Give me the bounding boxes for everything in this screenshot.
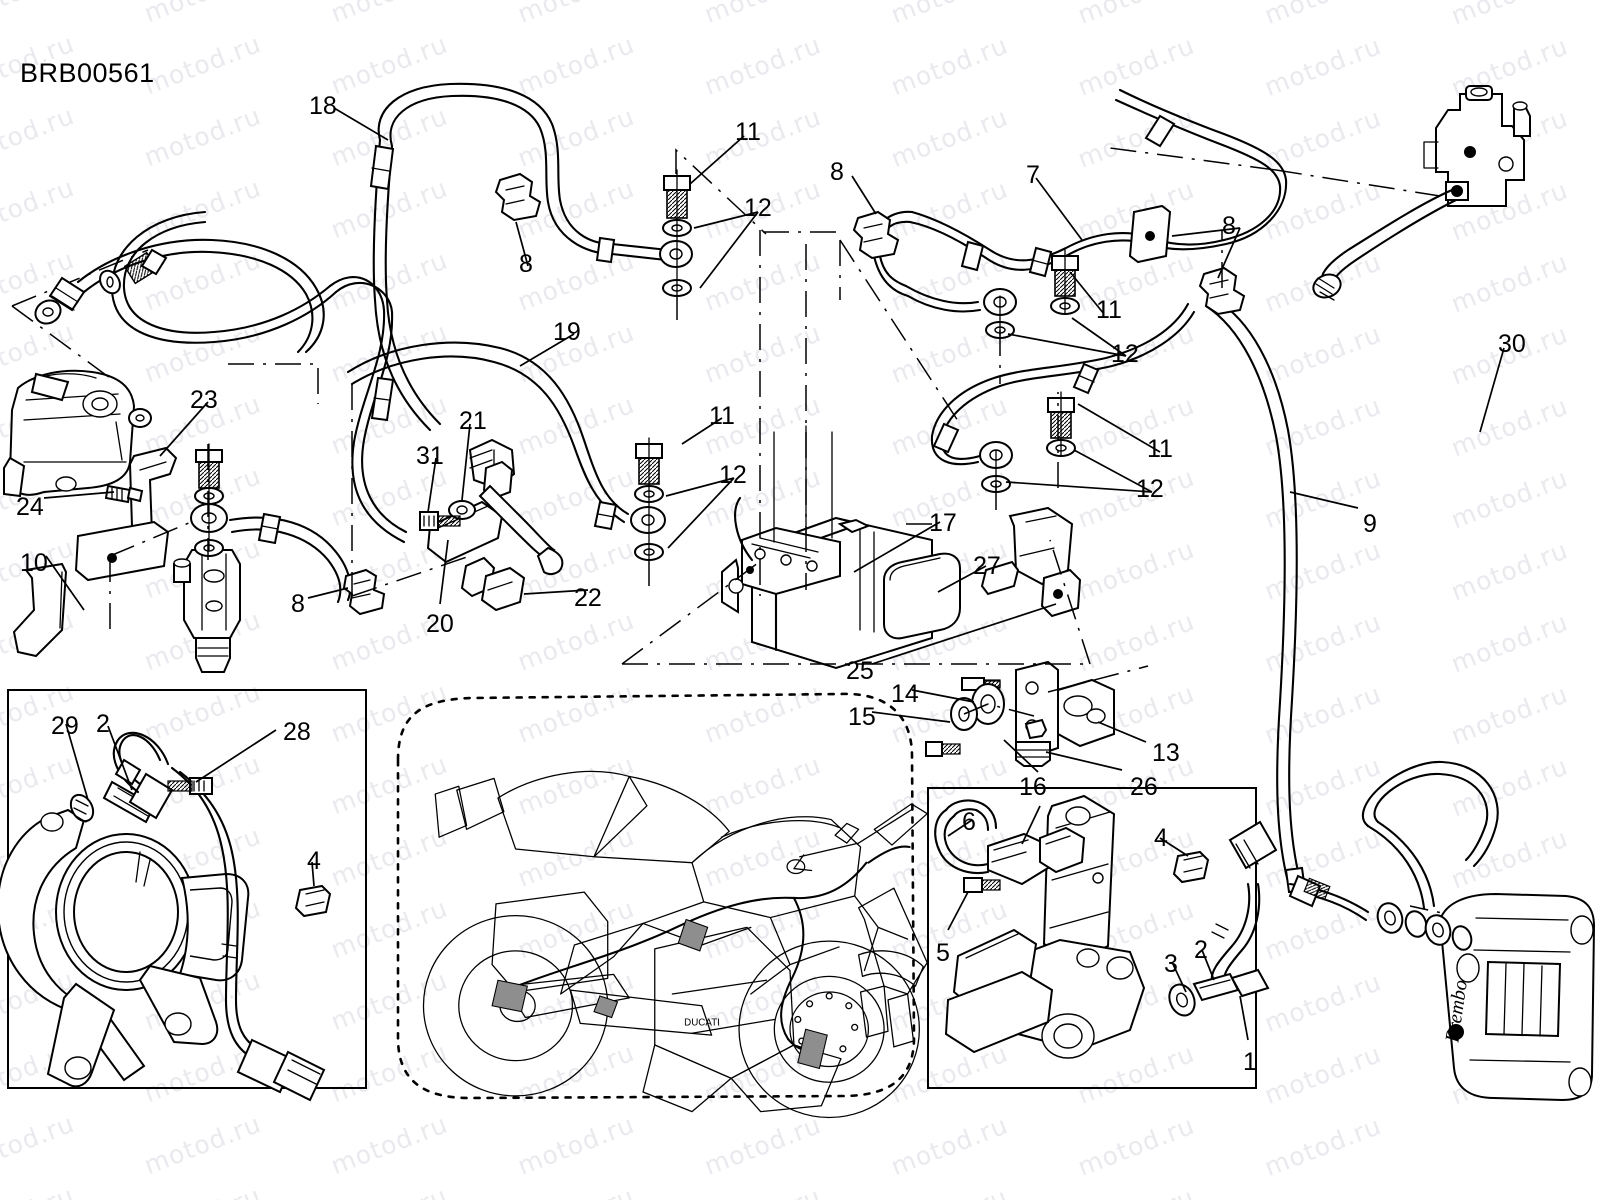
callout-15: 15 [848,703,876,731]
callout-30: 30 [1498,330,1526,358]
callout-11: 11 [735,118,761,146]
callout-24: 24 [16,493,44,521]
callout-3: 3 [1164,950,1178,978]
callout-11: 11 [1147,435,1173,463]
callout-13: 13 [1152,739,1180,767]
callout-5: 5 [936,939,950,967]
callout-1: 1 [1243,1048,1257,1076]
callout-25: 25 [846,657,874,685]
callout-4: 4 [1154,824,1168,852]
callout-11: 11 [709,402,735,430]
callout-11: 11 [1096,296,1122,324]
callout-28: 28 [283,718,311,746]
callout-6: 6 [962,808,976,836]
callout-2: 2 [1194,936,1208,964]
callout-14: 14 [891,680,919,708]
callout-23: 23 [190,386,218,414]
callout-8: 8 [830,158,844,186]
page-title: BRB00561 [20,58,155,88]
callout-8: 8 [519,250,533,278]
callout-7: 7 [1026,161,1040,189]
callout-2: 2 [96,710,110,738]
callout-8: 8 [1222,212,1236,240]
callout-16: 16 [1019,773,1047,801]
svg-text:DUCATI: DUCATI [684,1017,720,1028]
callout-9: 9 [1363,510,1377,538]
callout-29: 29 [51,712,79,740]
callout-8: 8 [291,590,305,618]
callout-18: 18 [309,92,337,120]
callout-17: 17 [929,509,957,537]
callout-12: 12 [1111,340,1139,368]
callout-20: 20 [426,610,454,638]
callout-21: 21 [459,407,487,435]
callout-26: 26 [1130,773,1158,801]
callout-31: 31 [416,442,444,470]
callout-19: 19 [553,318,581,346]
callout-12: 12 [719,461,747,489]
callout-12: 12 [744,194,772,222]
callout-10: 10 [20,549,48,577]
callout-12: 12 [1136,475,1164,503]
callout-4: 4 [307,847,321,875]
callout-27: 27 [973,552,1001,580]
callout-22: 22 [574,584,602,612]
